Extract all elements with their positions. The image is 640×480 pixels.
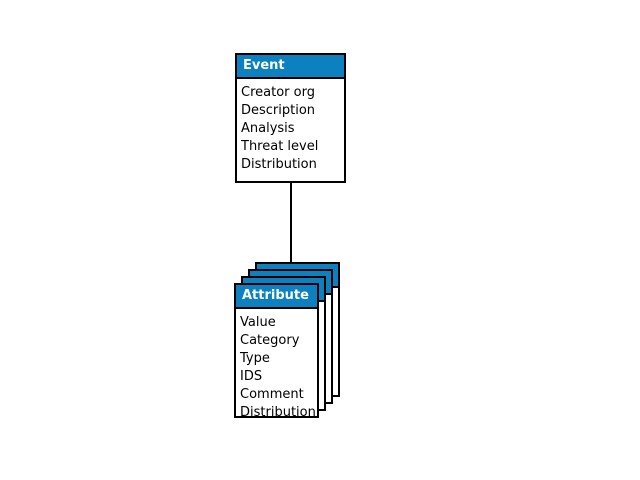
entity-attribute-stack[interactable]: Attribute Value Category Type IDS Commen…: [234, 262, 358, 420]
attribute-row: Type: [240, 351, 270, 366]
attribute-row: Category: [240, 333, 300, 348]
attribute-row: Distribution: [240, 405, 316, 420]
attribute-row: Creator org: [241, 85, 315, 100]
entity-event[interactable]: Event Creator org Description Analysis T…: [235, 53, 346, 183]
attribute-row: Value: [240, 315, 276, 330]
attribute-row: Threat level: [241, 139, 319, 154]
entity-event-attribute-list: Creator org Description Analysis Threat …: [237, 79, 344, 178]
entity-attribute-attribute-list: Value Category Type IDS Comment Distribu…: [236, 309, 317, 426]
entity-attribute-title: Attribute: [236, 285, 317, 309]
entity-attribute[interactable]: Attribute Value Category Type IDS Commen…: [234, 283, 319, 420]
attribute-row: Analysis: [241, 121, 295, 136]
attribute-row: Comment: [240, 387, 304, 402]
connector-event-to-attribute: [290, 183, 292, 263]
attribute-row: Description: [241, 103, 316, 118]
attribute-row: Distribution: [241, 157, 317, 172]
entity-event-title: Event: [237, 55, 344, 79]
attribute-row: IDS: [240, 369, 263, 384]
